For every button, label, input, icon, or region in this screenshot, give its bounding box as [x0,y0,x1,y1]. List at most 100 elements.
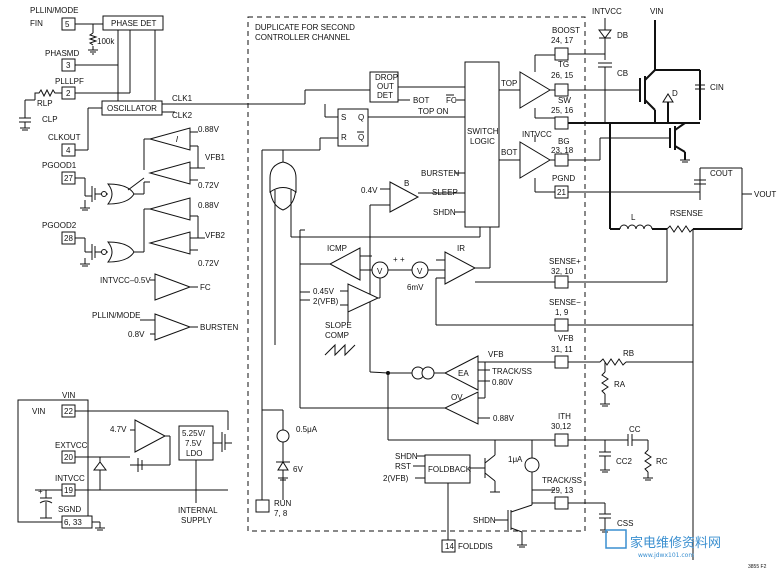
sense-m-num: 1, 9 [555,308,569,317]
boost-pin [554,47,569,61]
shdn-label: SHDN [433,208,456,217]
latch-r: R [341,133,347,142]
ith-pin-num: 30,12 [551,422,572,431]
bot2-label: BOT [501,148,518,157]
sw-pin-num: 25, 16 [551,106,574,115]
pgood2-or-gate [106,241,135,263]
sense-p-num: 32, 10 [551,267,574,276]
pgood1-or-gate [106,183,135,205]
bg-pin [554,153,569,167]
rsense-label: RSENSE [670,209,703,218]
tg-pin [554,83,569,97]
sgnd-label: SGND [58,505,81,514]
ramp-symbol [324,343,356,357]
bg-label: BG [558,137,570,146]
v045-label: 0.45V [313,287,335,296]
ldo-text-3: LDO [186,449,202,458]
fc-label: FC [200,283,211,292]
db-diode [598,29,612,39]
comp-uv2 [148,231,191,255]
sense-m-label: SENSE− [549,298,581,307]
slope-comp-2: COMP [325,331,349,340]
folddis-label: FOLDDIS [458,542,493,551]
track-pin [554,496,569,510]
switch-logic-1: SWITCH [467,127,499,136]
rlp-label: RLP [37,99,53,108]
sgnd-pin-num: 6, 33 [64,518,82,527]
folddis-pin-num: 14 [445,542,454,551]
watermark-cn: 家电维修资料网 [630,535,721,551]
watermark: 家电维修资料网 www.jdwx101.com [605,529,721,559]
boost-pin-num: 24, 17 [551,36,574,45]
folddis-pin [441,539,456,553]
rst-label: RST [395,462,411,471]
cout-label: COUT [710,169,733,178]
vin-top-label: VIN [62,391,76,400]
db-label: DB [617,31,628,40]
icmp-label: ICMP [327,244,347,253]
bot-driver [519,141,551,179]
pgood1-pin-num: 27 [64,174,73,183]
vin-pin-num: 22 [64,407,73,416]
vfb-2x-b-label: 2(VFB) [383,474,409,483]
v080-label: 0.80V [492,378,514,387]
v088a-label: 0.88V [198,125,220,134]
duplicate-label-2: CONTROLLER CHANNEL [255,33,351,42]
ldo-block [178,425,214,461]
phase-det-block [102,15,164,31]
boost-label: BOOST [552,26,580,35]
sense-p-label: SENSE+ [549,257,581,266]
internal-supply-2: SUPPLY [181,516,213,525]
intvcc-pin-num: 19 [64,486,73,495]
vfb1-label: VFB1 [205,153,226,162]
figure-id: 3855 F2 [748,564,767,570]
comp-icmp [328,247,361,281]
pgood2-label: PGOOD2 [42,221,77,230]
comp-slope [347,283,380,313]
ldo-comparator [134,419,167,453]
svg-text:𝛪: 𝛪 [176,135,179,144]
intvcc-label: INTVCC [55,474,85,483]
sr-latch [337,108,369,147]
bg-pin-num: 23, 18 [551,146,574,155]
rb-resistor [599,358,627,366]
cin-label: CIN [710,83,724,92]
bursten2-label: BURSTEN [421,169,459,178]
intvcc-top-label: INTVCC [592,7,622,16]
v088c-label: 0.88V [493,414,515,423]
ldo-frame [17,399,89,523]
tg-label: TG [558,60,569,69]
ir-label: IR [457,244,465,253]
rsense-resistor [666,225,694,233]
vin-top-ext-label: VIN [650,7,664,16]
clkout-pin-num: 4 [66,146,71,155]
comp-bursten [154,313,192,341]
inductor-l [619,224,653,230]
ldo-text-2: 7.5V [185,439,202,448]
tg-pin-num: 26, 15 [551,71,574,80]
extvcc-pin-num: 20 [64,453,73,462]
latch-s: S [341,113,346,122]
extvcc-label: EXTVCC [55,441,88,450]
comp-ov1 [148,127,191,151]
mv6-label: 6mV [407,283,424,292]
vin-left-label: VIN [32,407,46,416]
shdn2-label: SHDN [395,452,418,461]
phasmd-label: PHASMD [45,49,79,58]
svg-text:+: + [400,255,405,264]
top-label: TOP [501,79,517,88]
vfb-2x-label: 2(VFB) [313,297,339,306]
ith-label: ITH [558,412,571,421]
vfb-pin-num: 31, 11 [551,345,573,354]
ith-pin [554,433,569,447]
pgnd-label: PGND [552,174,575,183]
pgood2-pin-num: 28 [64,234,73,243]
comp-uv1 [148,161,191,185]
run-current-source [276,429,290,443]
dropout-2: OUT [377,82,394,91]
switch-logic-block [464,61,500,228]
l-label: L [631,213,636,222]
ss-current-source [524,457,540,473]
ea-label: EA [458,369,469,378]
